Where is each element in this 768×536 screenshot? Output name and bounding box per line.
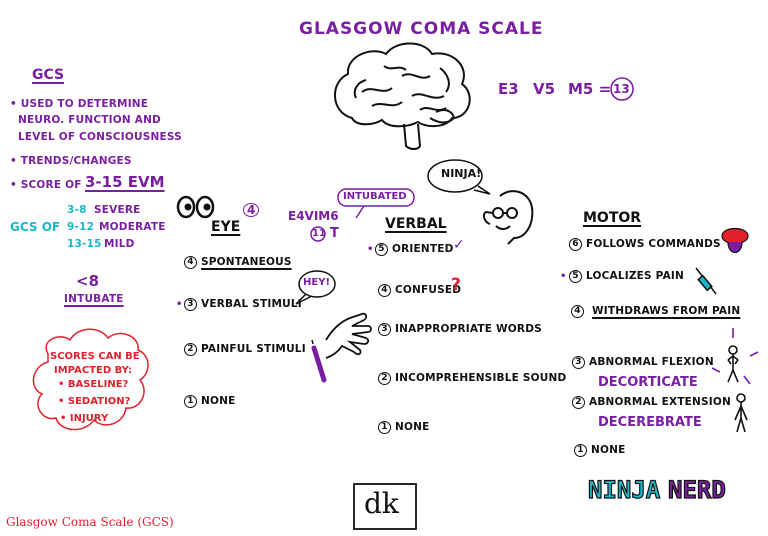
decorticate-label: DECORTICATE: [598, 375, 698, 390]
formula-total: 13: [613, 82, 630, 96]
eye-num-1: 1: [184, 395, 197, 408]
motor-num-3: 3: [572, 356, 585, 369]
motor-heading: MOTOR: [583, 210, 642, 226]
intubated-pointer: [355, 205, 365, 219]
brand-ninja: NINJA: [587, 476, 661, 504]
gcs-bullet-3: • SCORE OF: [10, 179, 82, 191]
gcs-bullet-2: • TRENDS/CHANGES: [10, 155, 132, 167]
gcs-range-evm: 3-15 EVM: [85, 173, 165, 191]
eye-num-2: 2: [184, 343, 197, 356]
motor-num-4: 4: [571, 305, 584, 318]
formula-v: V5: [533, 80, 556, 98]
ninja-face-icon: [482, 190, 534, 245]
verbal-item-inappropriate: INAPPROPRIATE WORDS: [395, 323, 542, 335]
verbal-item-oriented: ORIENTED: [392, 243, 454, 255]
lt8-label: <8: [76, 272, 100, 290]
footer-caption: Glasgow Coma Scale (GCS): [6, 515, 174, 529]
motor-num-1: 1: [574, 444, 587, 457]
eyes-icon: [176, 195, 215, 219]
eleven-circle: [310, 226, 326, 242]
hand-icon: [325, 312, 372, 359]
tongue-icon: [721, 227, 749, 254]
verbal-num-2: 2: [378, 372, 391, 385]
needle-icon: [311, 339, 327, 383]
page-title: GLASGOW COMA SCALE: [299, 19, 544, 39]
motor-bullet: •: [560, 271, 567, 282]
dk-logo-box: [353, 483, 417, 530]
eye-heading: EYE: [211, 219, 241, 235]
verbal-bullet: •: [367, 244, 374, 255]
intubated-eleven: 11: [312, 228, 326, 239]
intubated-t: T: [330, 226, 339, 241]
motor-item-localizes: LOCALIZES PAIN: [586, 270, 685, 282]
gcs-heading: GCS: [32, 67, 65, 83]
verbal-num-1: 1: [378, 421, 391, 434]
hey-text: HEY!: [303, 277, 331, 288]
motor-num-2: 2: [572, 396, 585, 409]
intubated-label: INTUBATED: [343, 191, 407, 202]
total-circle: [610, 77, 634, 101]
severity-range-1: 3-8: [67, 204, 87, 216]
eye-item-verbal: VERBAL STIMULI: [201, 298, 302, 310]
eye-bullet: •: [176, 299, 183, 310]
impact-item-sedation: • SEDATION?: [58, 396, 131, 407]
formula-m: M5 =: [568, 80, 612, 98]
syringe-icon: [695, 267, 717, 295]
motor-item-withdraws: WITHDRAWS FROM PAIN: [592, 305, 741, 317]
eye-num-3: 3: [184, 298, 197, 311]
severity-range-3: 13-15: [67, 238, 102, 250]
intubated-outline: [337, 188, 415, 207]
gcs-bullet-1: • USED TO DETERMINE: [10, 98, 149, 110]
motor-item-follows: FOLLOWS COMMANDS: [586, 238, 721, 250]
intubated-code: E4VIM6: [288, 209, 339, 223]
severity-label-1: SEVERE: [94, 204, 141, 216]
eye-item-none: NONE: [201, 395, 236, 407]
hey-speech-bubble: [295, 270, 336, 305]
verbal-num-3: 3: [378, 323, 391, 336]
motor-item-none: NONE: [591, 444, 626, 456]
eye-item-spontaneous: SPONTANEOUS: [201, 256, 292, 268]
brand-nerd: NERD: [667, 476, 726, 504]
severity-label-3: MILD: [104, 238, 135, 250]
eye-score: 4: [243, 203, 260, 217]
decerebrate-figure-icon: [734, 393, 748, 433]
motor-item-extension: ABNORMAL EXTENSION: [589, 396, 732, 408]
formula-e: E3: [498, 80, 519, 98]
motor-num-5: 5: [569, 270, 582, 283]
gcs-bullet-1c: LEVEL OF CONSCIOUSNESS: [18, 131, 182, 143]
impact-item-injury: • INJURY: [60, 413, 109, 424]
verbal-num-5: 5: [375, 243, 388, 256]
dk-logo: dk: [364, 487, 399, 520]
impact-heading-1: SCORES CAN BE: [50, 351, 140, 362]
gcs-of-label: GCS OF: [10, 220, 61, 234]
verbal-item-none: NONE: [395, 421, 430, 433]
verbal-item-confused: CONFUSED: [395, 284, 462, 296]
brain-icon: [334, 42, 471, 150]
eye-num-4: 4: [184, 256, 197, 269]
verbal-num-4: 4: [378, 284, 391, 297]
severity-label-2: MODERATE: [99, 221, 166, 233]
impact-heading-2: IMPACTED BY:: [54, 365, 133, 376]
question-icon: ?: [451, 275, 461, 295]
ninja-speech-bubble: [427, 159, 491, 195]
decorticate-figure-icon: [711, 328, 759, 385]
impact-cloud-outline: [32, 328, 149, 431]
motor-item-flexion: ABNORMAL FLEXION: [589, 356, 714, 368]
verbal-item-incomprehensible: INCOMPREHENSIBLE SOUND: [395, 372, 567, 384]
verbal-heading: VERBAL: [385, 216, 447, 232]
decerebrate-label: DECEREBRATE: [598, 415, 702, 430]
ninja-text: NINJA!: [441, 167, 482, 180]
intubate-label: INTUBATE: [64, 293, 124, 305]
gcs-bullet-1b: NEURO. FUNCTION AND: [18, 114, 161, 126]
check-icon: ✓: [453, 237, 465, 253]
eye-item-painful: PAINFUL STIMULI: [201, 343, 306, 355]
severity-range-2: 9-12: [67, 221, 95, 233]
impact-item-baseline: • BASELINE?: [58, 379, 129, 390]
motor-num-6: 6: [569, 238, 582, 251]
